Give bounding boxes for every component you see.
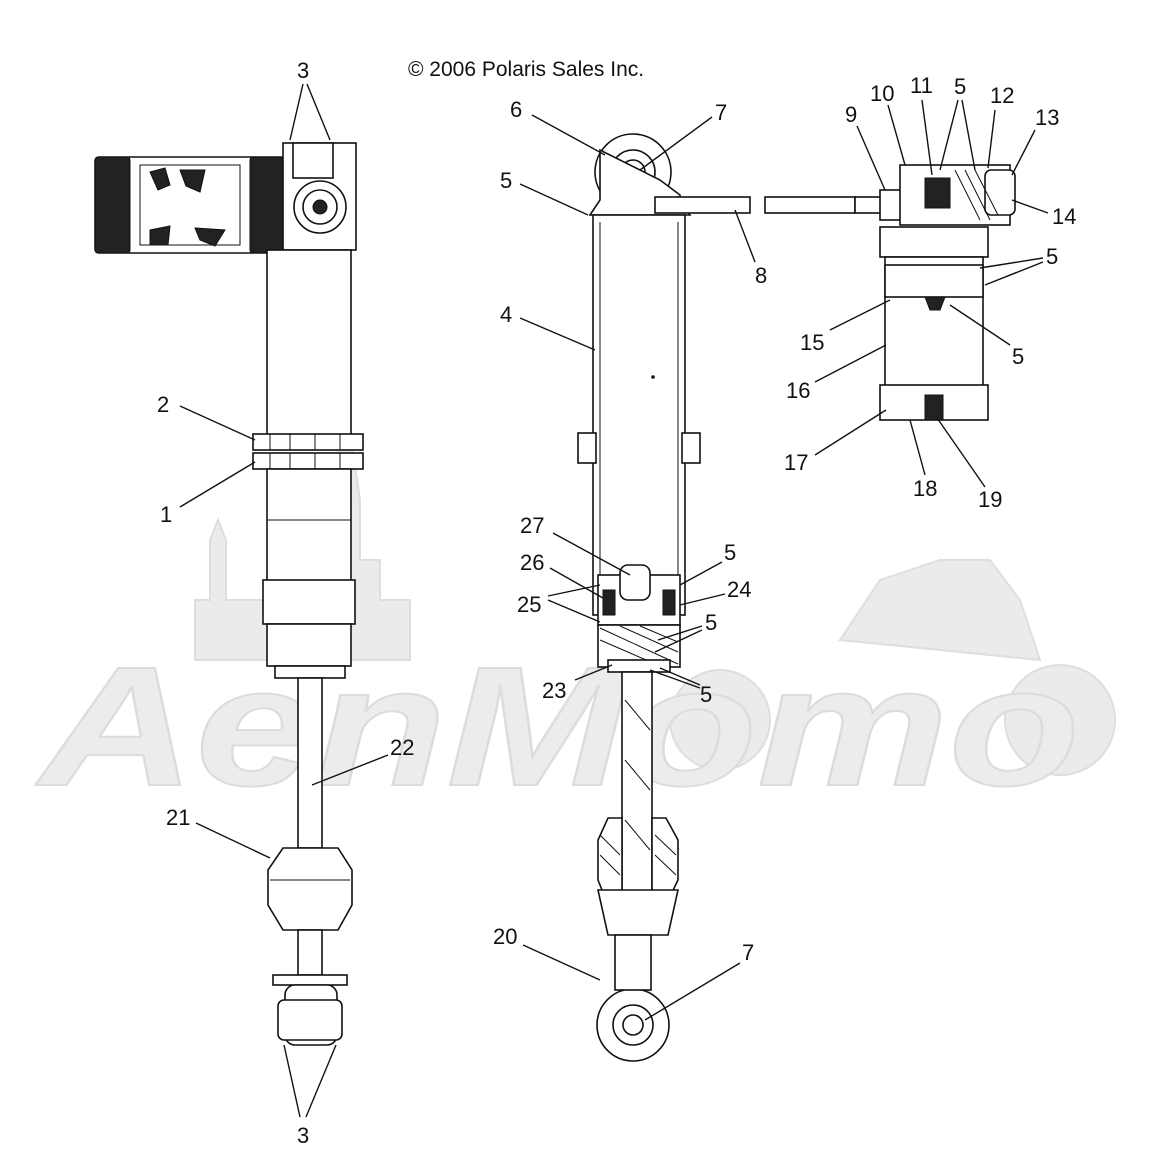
reservoir-cross-section bbox=[854, 164, 1016, 421]
callout-1: 1 bbox=[160, 502, 172, 527]
callout-5-b: 5 bbox=[724, 540, 736, 565]
callout-2: 2 bbox=[157, 392, 169, 417]
leader-lines bbox=[179, 83, 1049, 1118]
callout-7-top: 7 bbox=[715, 100, 727, 125]
callout-6: 6 bbox=[510, 97, 522, 122]
callout-4: 4 bbox=[500, 302, 512, 327]
callout-5-c: 5 bbox=[705, 610, 717, 635]
callout-27: 27 bbox=[520, 513, 544, 538]
callout-labels: 3 2 1 22 21 3 6 7 5 8 4 27 26 25 5 24 5 … bbox=[157, 58, 1076, 1148]
callout-9: 9 bbox=[845, 102, 857, 127]
callout-5-e: 5 bbox=[954, 74, 966, 99]
callout-16: 16 bbox=[786, 378, 810, 403]
callout-25: 25 bbox=[517, 592, 541, 617]
callout-14: 14 bbox=[1052, 204, 1076, 229]
callout-5-a: 5 bbox=[500, 168, 512, 193]
callout-5-f: 5 bbox=[1046, 244, 1058, 269]
watermark-text: AenMomo bbox=[35, 632, 1080, 822]
callout-5-g: 5 bbox=[1012, 344, 1024, 369]
callout-11: 11 bbox=[910, 73, 933, 98]
center-shock-cross-section bbox=[577, 133, 856, 1062]
callout-19: 19 bbox=[978, 487, 1002, 512]
callout-8: 8 bbox=[755, 263, 767, 288]
callout-5-d: 5 bbox=[700, 682, 712, 707]
callout-15: 15 bbox=[800, 330, 824, 355]
callout-17: 17 bbox=[784, 450, 808, 475]
callout-23: 23 bbox=[542, 678, 566, 703]
callout-21: 21 bbox=[166, 805, 190, 830]
callout-3-bottom: 3 bbox=[297, 1123, 309, 1148]
left-shock-assembly bbox=[94, 142, 364, 1046]
callout-24: 24 bbox=[727, 577, 751, 602]
callout-3-top: 3 bbox=[297, 58, 309, 83]
callout-12: 12 bbox=[990, 83, 1014, 108]
copyright-notice: © 2006 Polaris Sales Inc. bbox=[408, 58, 644, 81]
callout-7-bottom: 7 bbox=[742, 940, 754, 965]
callout-13: 13 bbox=[1035, 105, 1059, 130]
callout-22: 22 bbox=[390, 735, 414, 760]
callout-10: 10 bbox=[870, 81, 894, 106]
callout-26: 26 bbox=[520, 550, 544, 575]
watermark: AenMomo bbox=[34, 399, 1116, 823]
callout-20: 20 bbox=[493, 924, 517, 949]
callout-18: 18 bbox=[913, 476, 937, 501]
